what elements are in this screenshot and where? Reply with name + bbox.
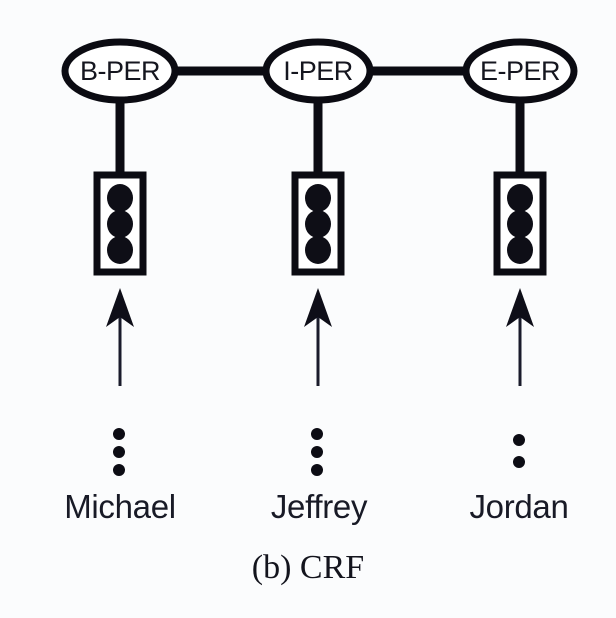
token-labels: Michael Jeffrey Jordan <box>64 488 569 525</box>
hidden-unit-dot <box>507 210 533 238</box>
tag-ellipse-col-2[interactable] <box>262 38 374 104</box>
arrow-head-icon <box>304 288 332 327</box>
tag-ellipse-col-1[interactable] <box>61 38 179 104</box>
ellipsis-dot <box>311 464 323 476</box>
hidden-unit-dot <box>305 236 331 264</box>
hidden-unit-dot <box>507 184 533 212</box>
input-arrow-col-2 <box>304 288 332 386</box>
arrow-head-icon <box>506 288 534 327</box>
ellipsis-dot <box>311 428 323 440</box>
ellipsis-groups <box>113 428 525 476</box>
token-label-col-2: Jeffrey <box>271 488 368 525</box>
tag-label-col-1: B-PER <box>80 56 160 86</box>
token-label-col-1: Michael <box>64 488 176 525</box>
tag-ellipse-col-3[interactable] <box>462 38 578 104</box>
hidden-unit-dot <box>305 184 331 212</box>
tag-label-col-2: I-PER <box>283 56 353 86</box>
hidden-unit-dot <box>107 236 133 264</box>
ellipsis-dot <box>113 446 125 458</box>
hidden-state-boxes <box>93 171 547 276</box>
figure-caption: (b) CRF <box>252 549 364 586</box>
ellipsis-dot <box>513 456 525 468</box>
ellipsis-dot <box>113 428 125 440</box>
input-arrow-col-1 <box>106 288 134 386</box>
ellipsis-dot <box>311 446 323 458</box>
hidden-unit-dot <box>305 210 331 238</box>
hidden-unit-dot <box>107 184 133 212</box>
tag-label-col-3: E-PER <box>480 56 560 86</box>
arrow-head-icon <box>106 288 134 327</box>
ellipsis-dot <box>113 464 125 476</box>
input-arrows <box>106 288 534 386</box>
input-arrow-col-3 <box>506 288 534 386</box>
vertical-ellipsis-col-1 <box>113 428 125 476</box>
token-label-col-3: Jordan <box>469 488 568 525</box>
vertical-ellipsis-col-3 <box>513 434 525 468</box>
vertical-ellipsis-col-2 <box>311 428 323 476</box>
hidden-unit-dot <box>107 210 133 238</box>
emission-edges <box>115 96 525 178</box>
hidden-unit-dot <box>507 236 533 264</box>
ellipsis-dot <box>513 434 525 446</box>
tag-nodes: B-PER I-PER E-PER <box>61 38 578 104</box>
